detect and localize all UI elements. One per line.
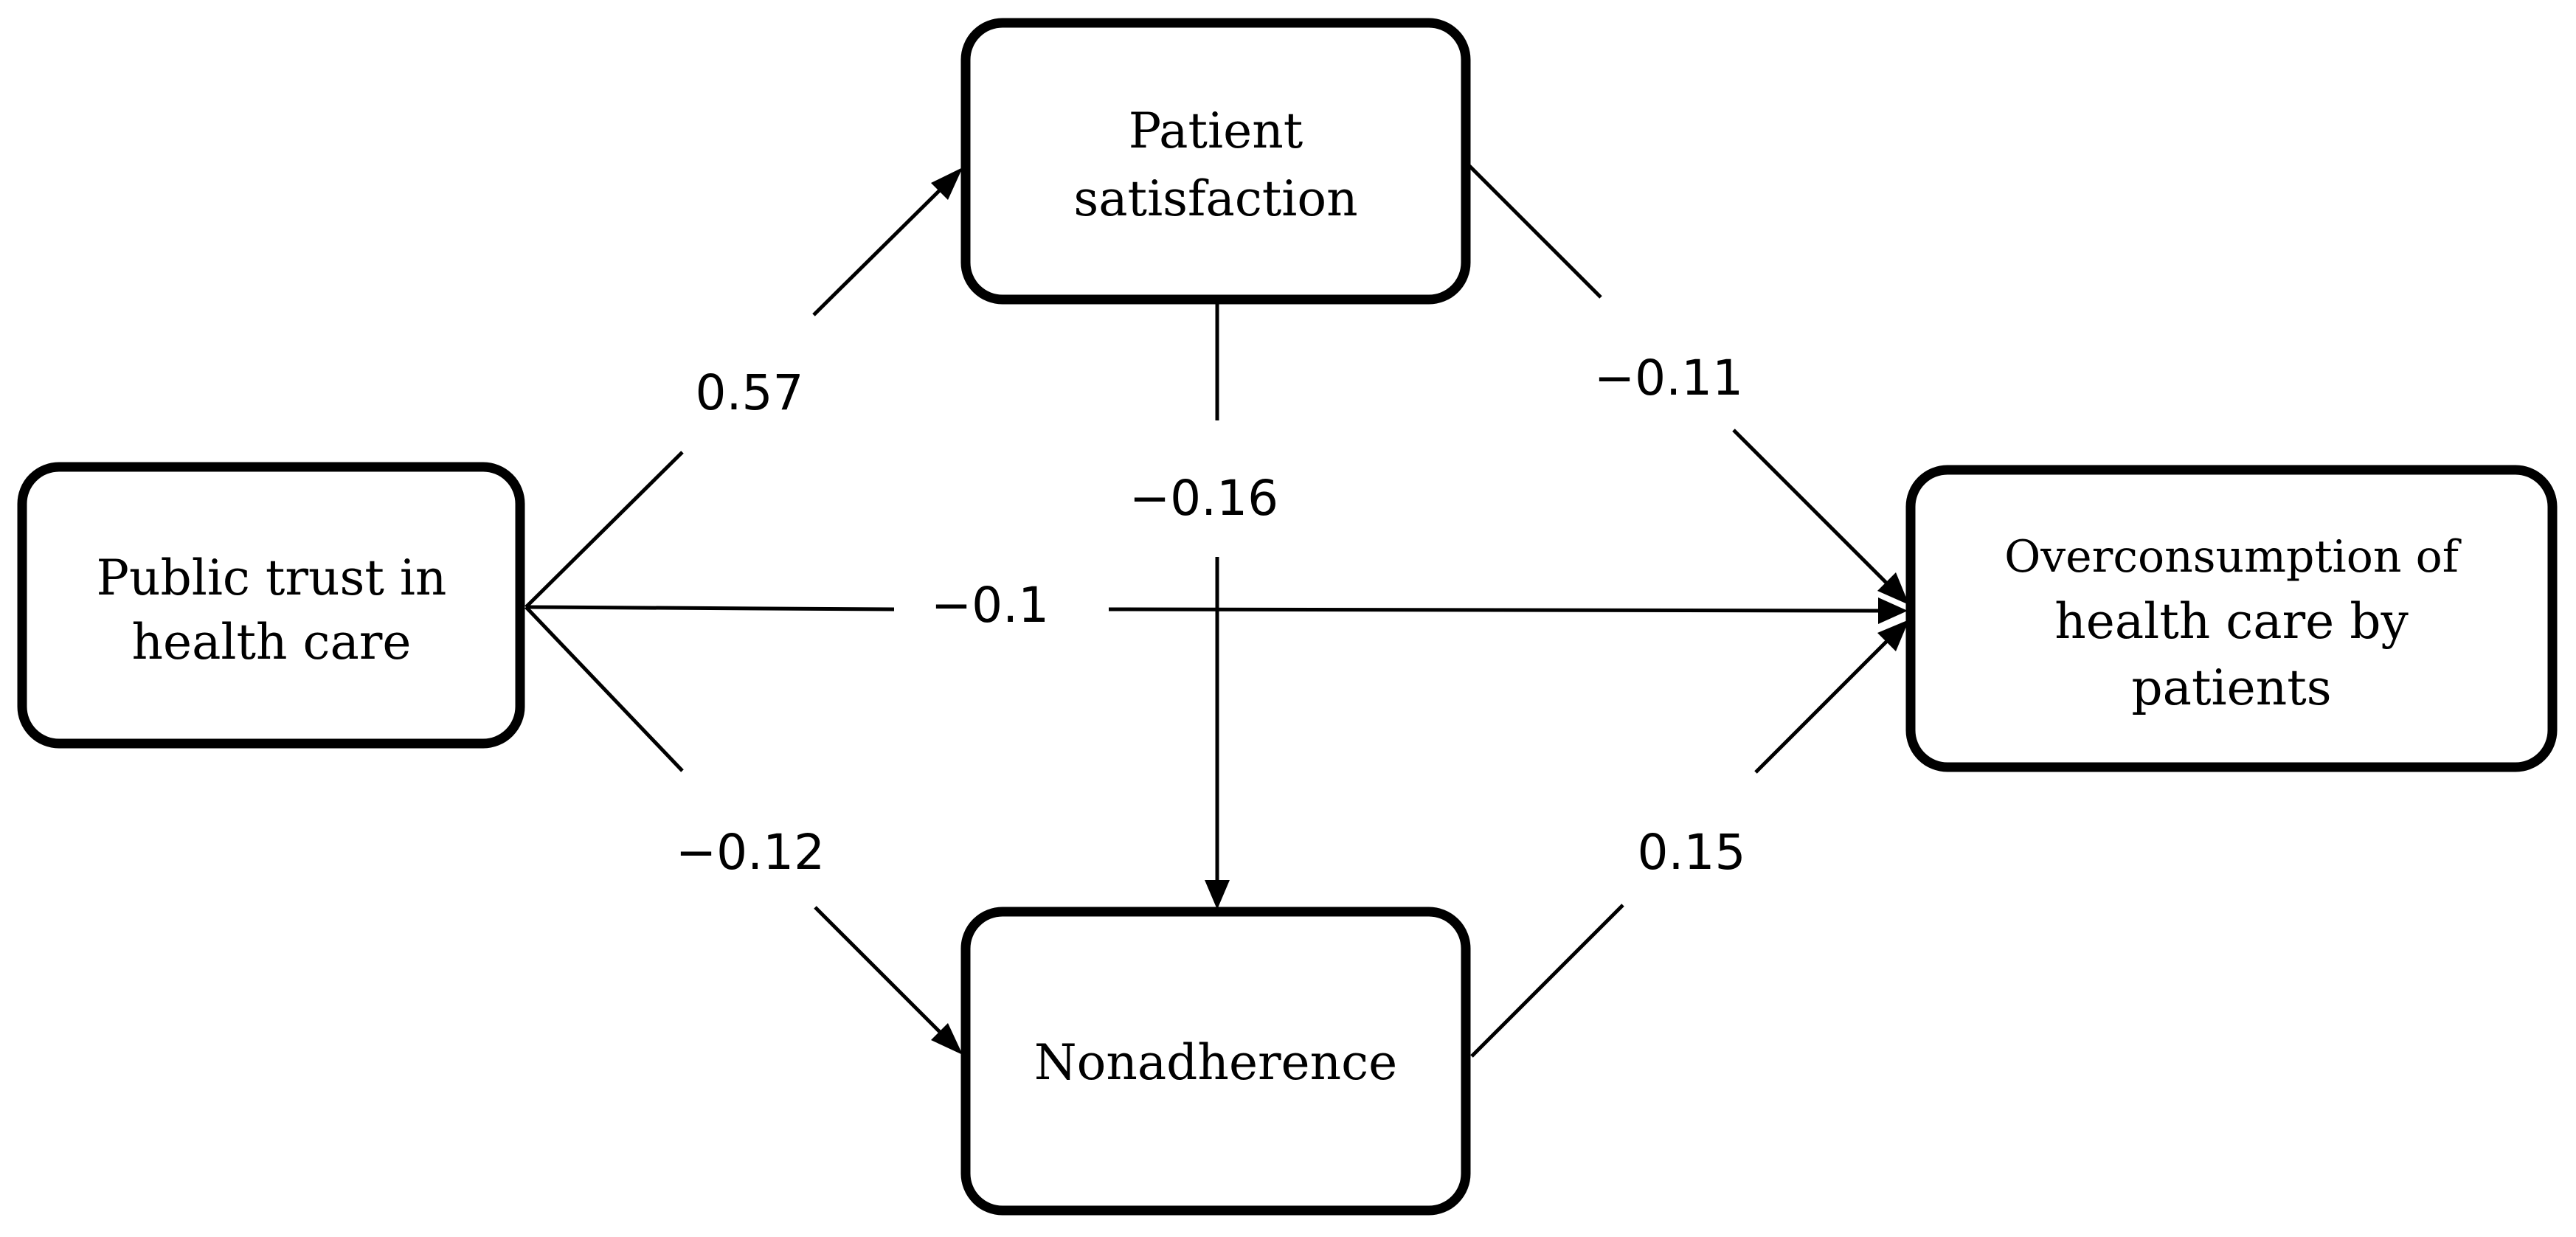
edge-label-satisfaction-overconsumption: −0.11 (1594, 350, 1743, 406)
edge-trust-to-nonadherence: −0.12 (524, 606, 963, 1055)
edge-label-trust-nonadherence: −0.12 (676, 824, 825, 881)
edge-label-trust-overconsumption: −0.1 (931, 577, 1049, 634)
edge-satisfaction-to-overconsumption: −0.11 (1468, 164, 1909, 605)
edge-trust-to-satisfaction: 0.57 (524, 167, 963, 609)
edge-label-satisfaction-nonadherence: −0.16 (1129, 470, 1278, 527)
edge-label-trust-satisfaction: 0.57 (696, 364, 804, 421)
edge-trust-to-overconsumption: −0.1 (525, 577, 1908, 634)
edge-label-nonadherence-overconsumption: 0.15 (1638, 824, 1746, 881)
node-public-trust-line-1: Public trust in (97, 550, 447, 606)
node-nonadherence: Nonadherence (960, 907, 1471, 1216)
node-overconsumption-line-1: Overconsumption of (2004, 531, 2462, 583)
node-patient-satisfaction-line-2: satisfaction (1073, 170, 1357, 227)
node-patient-satisfaction: Patient satisfaction (960, 18, 1471, 305)
edge-satisfaction-to-nonadherence: −0.16 (1129, 302, 1278, 909)
node-overconsumption-line-3: patients (2131, 659, 2331, 716)
node-patient-satisfaction-line-1: Patient (1129, 103, 1303, 159)
node-overconsumption: Overconsumption of health care by patien… (1905, 465, 2558, 772)
node-overconsumption-line-2: health care by (2054, 593, 2409, 650)
edge-nonadherence-to-overconsumption: 0.15 (1470, 620, 1909, 1058)
node-nonadherence-line-1: Nonadherence (1034, 1034, 1397, 1091)
node-public-trust: Public trust in health care (17, 462, 525, 749)
node-public-trust-line-2: health care (132, 614, 412, 671)
